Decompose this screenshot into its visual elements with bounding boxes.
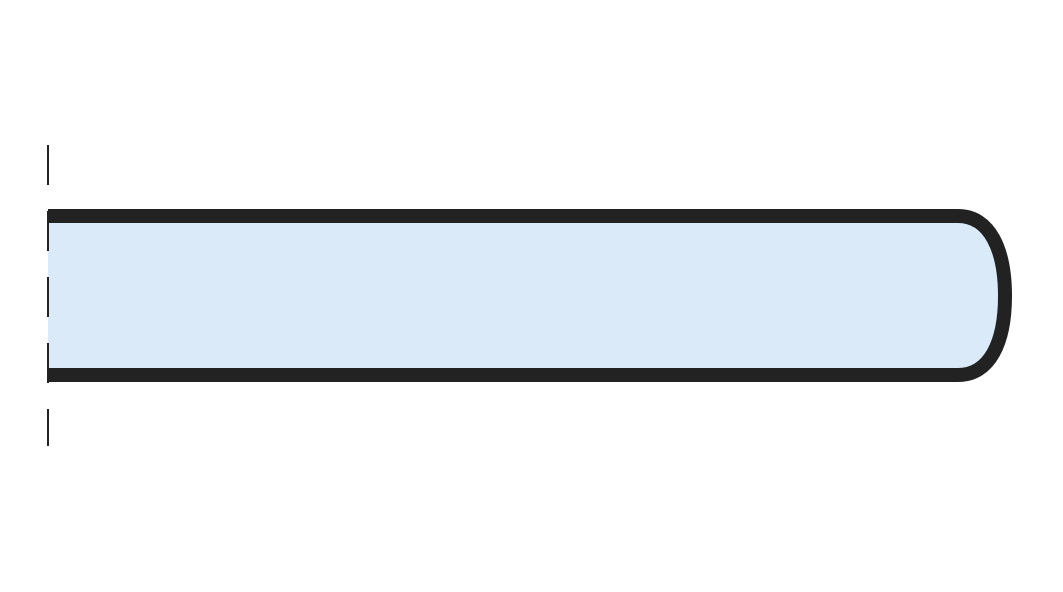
rounded-tube-shape bbox=[48, 209, 1012, 382]
